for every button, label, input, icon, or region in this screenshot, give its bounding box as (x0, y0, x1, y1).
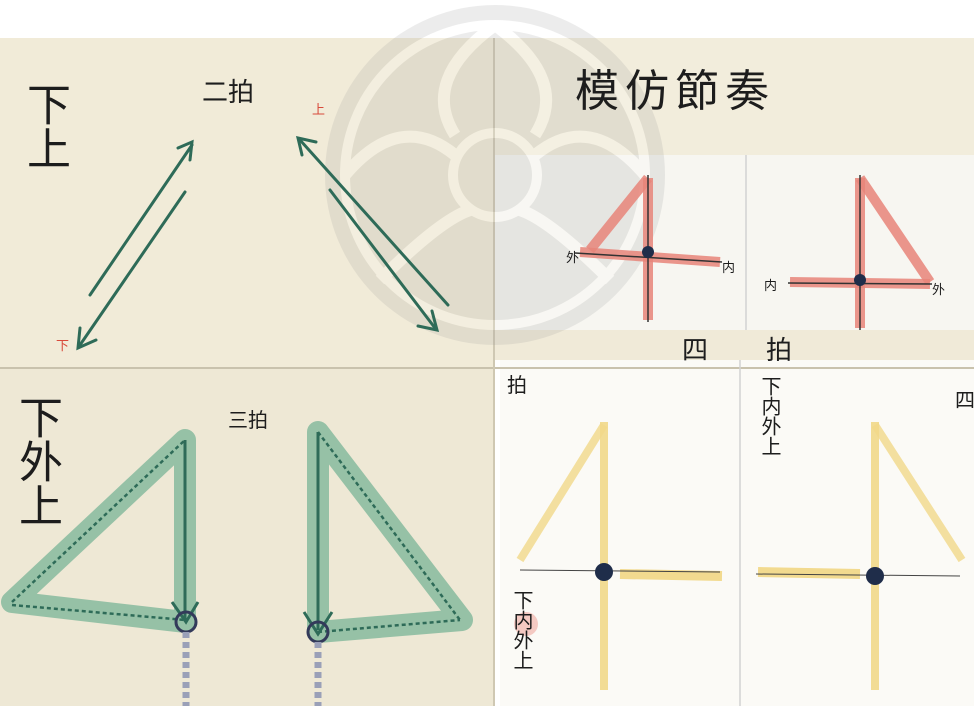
panel-two-beat-paper (0, 38, 494, 368)
two-beat-arrows (76, 136, 450, 351)
four-beat-top-left-figure (574, 174, 723, 322)
four-top-right-in: 内 (764, 279, 778, 294)
two-beat-side-label: 下上 (19, 82, 70, 170)
four-bottom-right-sequence: 下内外上 (758, 376, 782, 456)
panel-four-beat-bottom-paper (500, 360, 974, 706)
four-top-left-in: 内 (722, 261, 736, 276)
four-bottom-edge-char: 四 (955, 388, 974, 412)
three-beat-label: 三拍 (228, 408, 268, 432)
three-beat-right-triangle (302, 421, 473, 706)
two-beat-up-mark: 上 (312, 103, 326, 118)
four-bottom-left-sequence: 下内外上 (510, 590, 534, 670)
title-paper (494, 38, 974, 158)
three-beat-left-triangle (1, 429, 200, 706)
four-beat-header-beat: 拍 (766, 336, 793, 366)
watermark-seal (325, 5, 665, 345)
two-beat-label: 二拍 (202, 78, 255, 108)
four-bottom-left-beat: 拍 (507, 373, 527, 397)
four-top-right-out: 外 (932, 283, 946, 298)
pink-mark (514, 612, 538, 636)
panel-four-beat-top-paper (494, 155, 974, 330)
four-beat-top-right-figure (787, 175, 935, 330)
panel-four-beat-header-paper (494, 330, 974, 360)
poster-title: 模仿節奏 (575, 66, 775, 117)
three-beat-side-label: 下外上 (11, 395, 62, 527)
four-top-left-out: 外 (566, 251, 580, 266)
four-beat-bottom-left-figure (516, 422, 723, 690)
four-beat-bottom-right-figure (755, 422, 966, 690)
two-beat-down-mark: 下 (56, 339, 70, 354)
four-beat-header-four: 四 (682, 336, 709, 366)
